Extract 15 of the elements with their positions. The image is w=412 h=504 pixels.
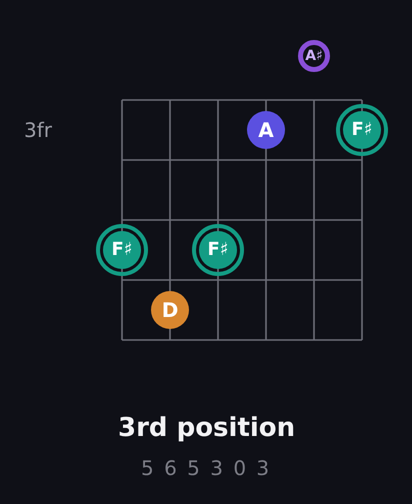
fingering-caption: 5 6 5 3 0 3 <box>141 458 272 478</box>
root-note-marker <box>336 104 388 156</box>
root-note-marker <box>192 224 244 276</box>
chord-title: 3rd position <box>118 415 296 441</box>
note-name: A♯ <box>305 49 323 63</box>
note-marker <box>247 111 285 149</box>
open-string-marker <box>298 40 330 72</box>
root-note-marker <box>96 224 148 276</box>
note-name: A <box>258 120 274 140</box>
note-marker <box>151 291 189 329</box>
note-name: F♯ <box>207 241 228 259</box>
note-name: D <box>162 300 178 320</box>
fret-number: 3fr <box>24 120 52 140</box>
note-name: F♯ <box>111 241 132 259</box>
note-name: F♯ <box>351 121 372 139</box>
